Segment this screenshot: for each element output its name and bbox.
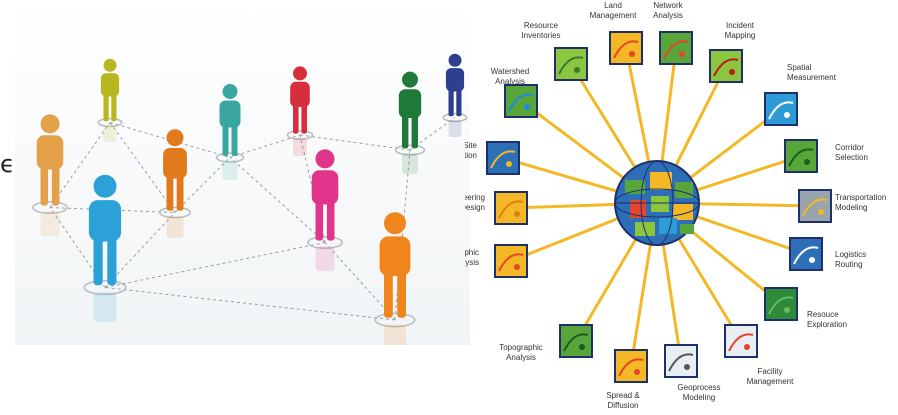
network-link bbox=[104, 287, 396, 321]
application-label-line: Analysis bbox=[495, 77, 525, 86]
logistics-routing-icon bbox=[789, 237, 823, 271]
application-label: Spread &Diffusion bbox=[606, 391, 640, 410]
application-label-line: Selection bbox=[465, 151, 477, 160]
application-label-line: Spatial bbox=[787, 63, 812, 72]
person-orange-2 bbox=[158, 129, 192, 238]
geoprocess-modeling-icon bbox=[664, 344, 698, 378]
application-label-line: Management bbox=[590, 11, 637, 20]
application-label-line: Selection bbox=[835, 153, 868, 162]
application-label-line: Inventories bbox=[521, 31, 560, 40]
resource-exploration-icon bbox=[764, 287, 798, 321]
network-link bbox=[49, 207, 106, 288]
application-label-line: Measurement bbox=[787, 73, 837, 82]
person-tan bbox=[32, 114, 68, 236]
topographic-analysis-icon bbox=[559, 324, 593, 358]
network-analysis-icon bbox=[659, 31, 693, 65]
application-label-line: Watershed bbox=[491, 67, 529, 76]
application-label-line: Engineering bbox=[465, 193, 485, 202]
person-blue bbox=[83, 174, 127, 322]
application-label-line: Topographic bbox=[499, 343, 543, 352]
person-orange bbox=[374, 212, 416, 345]
application-label-line: Demographic bbox=[465, 248, 479, 257]
person-green bbox=[394, 71, 426, 174]
network-background bbox=[15, 0, 470, 345]
network-link bbox=[229, 134, 301, 158]
application-label-line: Site bbox=[465, 141, 478, 150]
application-label-line: Management bbox=[747, 377, 794, 386]
application-label-line: Incident bbox=[726, 21, 755, 30]
application-label-line: Analysis bbox=[506, 353, 536, 362]
application-label-line: Logistics bbox=[835, 250, 866, 259]
edge-glyph: ϵ bbox=[0, 150, 15, 178]
application-label-line: Analysis bbox=[465, 258, 479, 267]
corridor-selection-icon bbox=[784, 139, 818, 173]
application-label-line: Modeling bbox=[683, 393, 715, 402]
application-label-line: Modeling bbox=[835, 203, 867, 212]
person-red bbox=[286, 66, 314, 156]
application-label-line: Design bbox=[465, 203, 485, 212]
network-link bbox=[174, 157, 231, 213]
network-link bbox=[109, 122, 176, 213]
land-management-icon bbox=[609, 31, 643, 65]
watershed-analysis-icon bbox=[504, 84, 538, 118]
application-label-line: Corridor bbox=[835, 143, 864, 152]
application-label-line: Exploration bbox=[807, 320, 847, 329]
application-label-line: Geoprocess bbox=[677, 383, 720, 392]
person-pink bbox=[307, 149, 343, 271]
application-label-line: Transportation bbox=[835, 193, 886, 202]
person-teal bbox=[215, 84, 245, 180]
globe-icon bbox=[614, 160, 700, 246]
application-label-line: Spread & bbox=[606, 391, 640, 400]
people-network-illustration bbox=[15, 0, 470, 345]
application-label-line: Routing bbox=[835, 260, 863, 269]
application-label-line: Land bbox=[604, 1, 622, 10]
application-label: DemographicAnalysis bbox=[465, 248, 479, 267]
application-label-line: Analysis bbox=[653, 11, 683, 20]
site-selection-icon bbox=[486, 141, 520, 175]
application-label-line: Facility bbox=[758, 367, 783, 376]
application-label: SiteSelection bbox=[465, 141, 478, 160]
application-label-line: Resouce bbox=[807, 310, 839, 319]
spread-diffusion-icon bbox=[614, 349, 648, 383]
person-navy bbox=[442, 53, 468, 137]
network-link bbox=[104, 212, 176, 288]
network-link bbox=[394, 149, 411, 321]
facility-management-icon bbox=[724, 324, 758, 358]
person-olive bbox=[97, 58, 123, 142]
application-label-line: Network bbox=[653, 1, 683, 10]
application-label: EngineeringDesign bbox=[465, 193, 485, 212]
application-label-line: Resource bbox=[524, 21, 559, 30]
spatial-measurement-icon bbox=[764, 92, 798, 126]
transportation-modeling-icon bbox=[798, 189, 832, 223]
demographic-analysis-icon bbox=[494, 244, 528, 278]
network-link bbox=[49, 122, 111, 208]
network-link bbox=[299, 134, 411, 151]
people-figures bbox=[32, 53, 468, 345]
resource-inventories-icon bbox=[554, 47, 588, 81]
application-label-line: Mapping bbox=[725, 31, 756, 40]
network-link bbox=[104, 242, 326, 288]
application-label-line: Diffusion bbox=[608, 401, 639, 410]
incident-mapping-icon bbox=[709, 49, 743, 83]
engineering-design-icon bbox=[494, 191, 528, 225]
